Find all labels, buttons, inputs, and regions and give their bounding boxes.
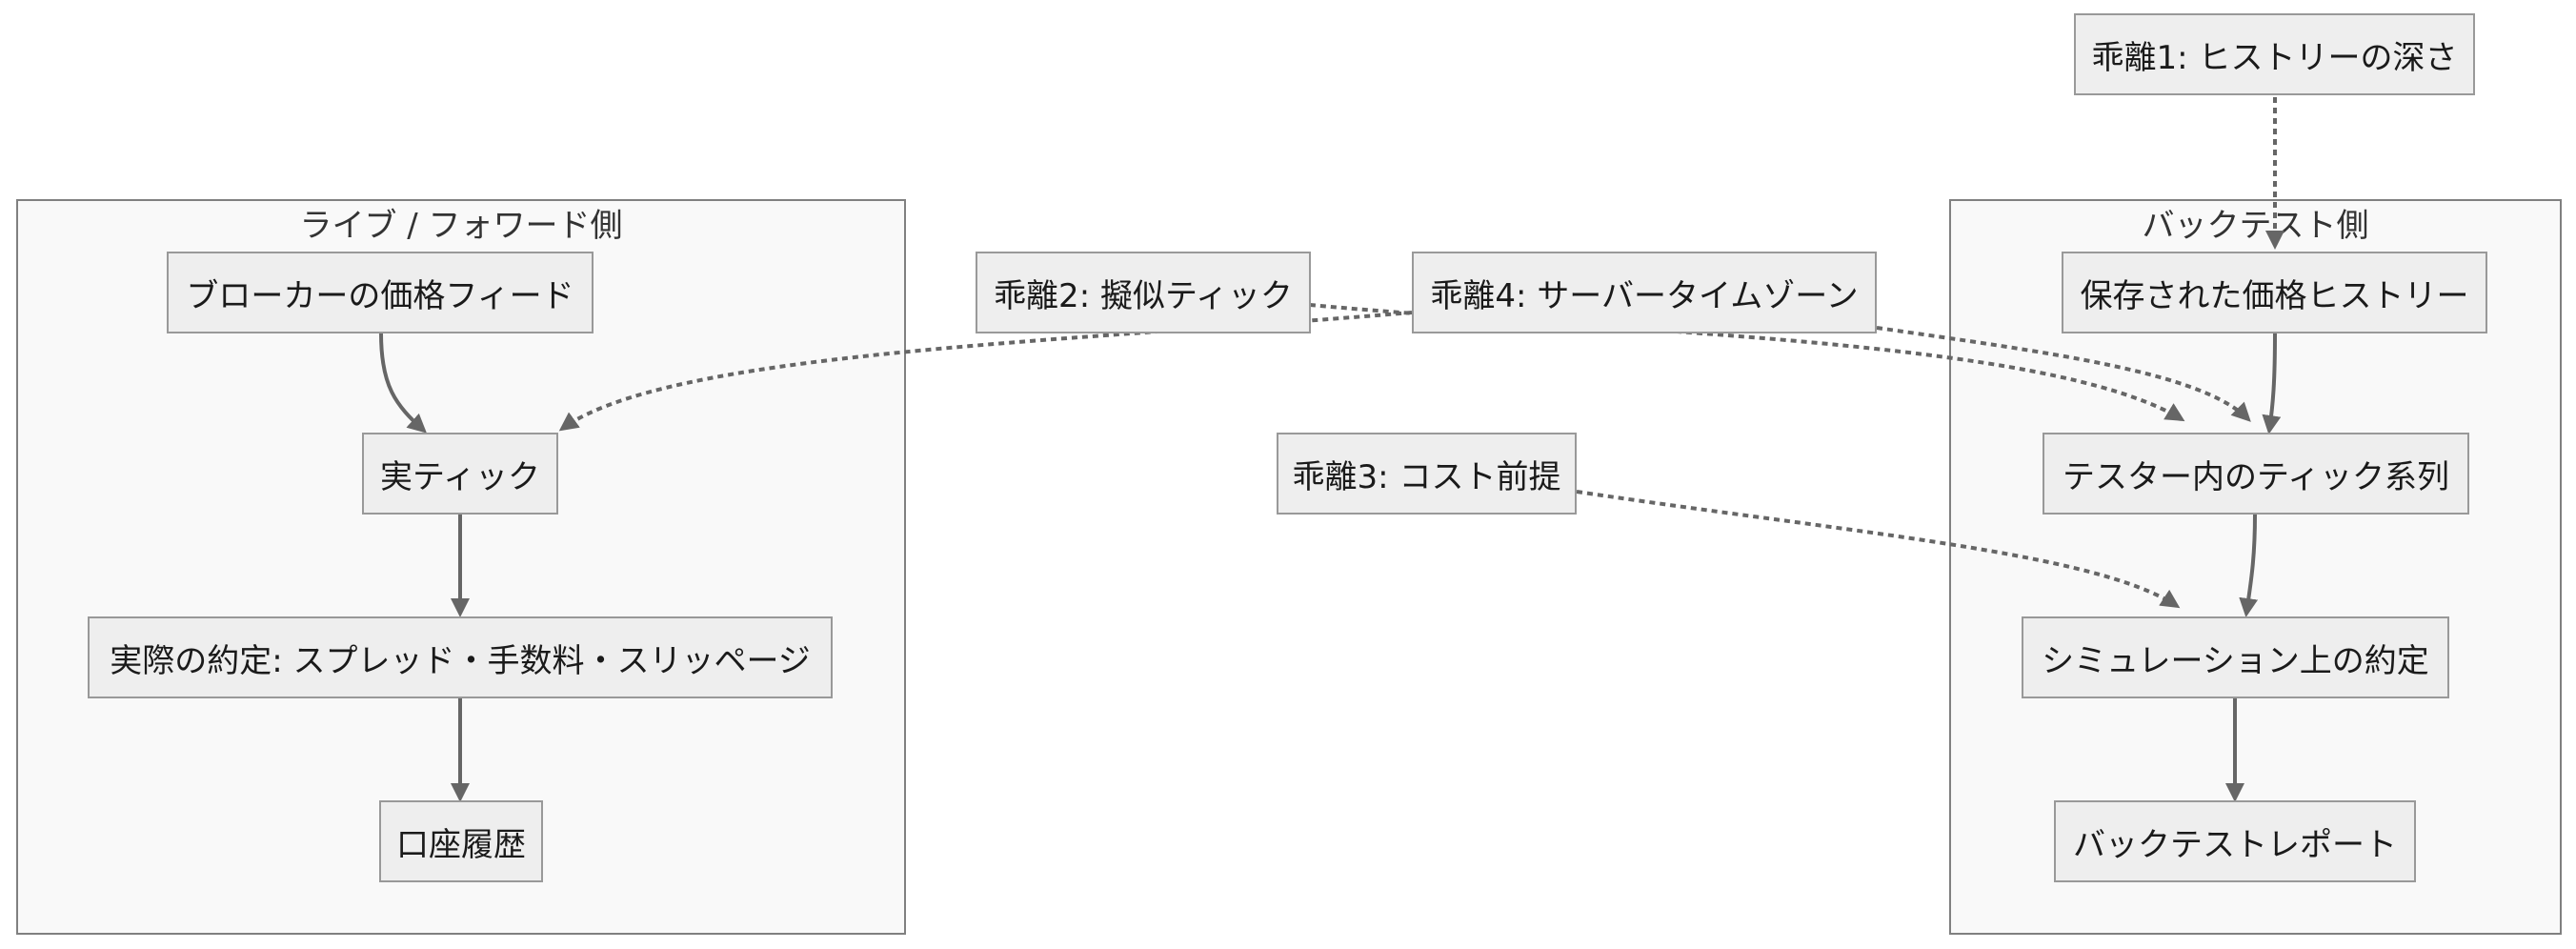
node-gap2-pseudo-ticks: 乖離2: 擬似ティック — [976, 252, 1311, 333]
node-gap1-history-depth: 乖離1: ヒストリーの深さ — [2074, 13, 2475, 95]
node-gap3-cost-assumptions: 乖離3: コスト前提 — [1277, 433, 1577, 515]
node-actual-fill: 実際の約定: スプレッド・手数料・スリッページ — [88, 616, 833, 698]
node-backtest-report: バックテストレポート — [2054, 800, 2416, 882]
edge-feed-to-real-ticks — [379, 333, 427, 434]
edge-gap3-to-sim — [1576, 490, 2181, 609]
node-tester-tick-series: テスター内のティック系列 — [2043, 433, 2469, 515]
node-broker-price-feed: ブローカーの価格フィード — [167, 252, 594, 333]
node-stored-price-history: 保存された価格ヒストリー — [2062, 252, 2487, 333]
edge-tester-to-sim — [2239, 514, 2259, 617]
edge-gap4-to-tester — [1876, 326, 2251, 422]
node-account-history: 口座履歴 — [379, 800, 543, 882]
edge-stored-to-tester — [2262, 333, 2282, 434]
cluster-title-backtest: バックテスト側 — [2142, 207, 2369, 245]
node-simulated-fill: シミュレーション上の約定 — [2022, 616, 2449, 698]
node-real-ticks: 実ティック — [362, 433, 558, 515]
cluster-title-live-forward: ライブ / フォワード側 — [299, 207, 623, 245]
node-gap4-server-timezone: 乖離4: サーバータイムゾーン — [1412, 252, 1877, 333]
